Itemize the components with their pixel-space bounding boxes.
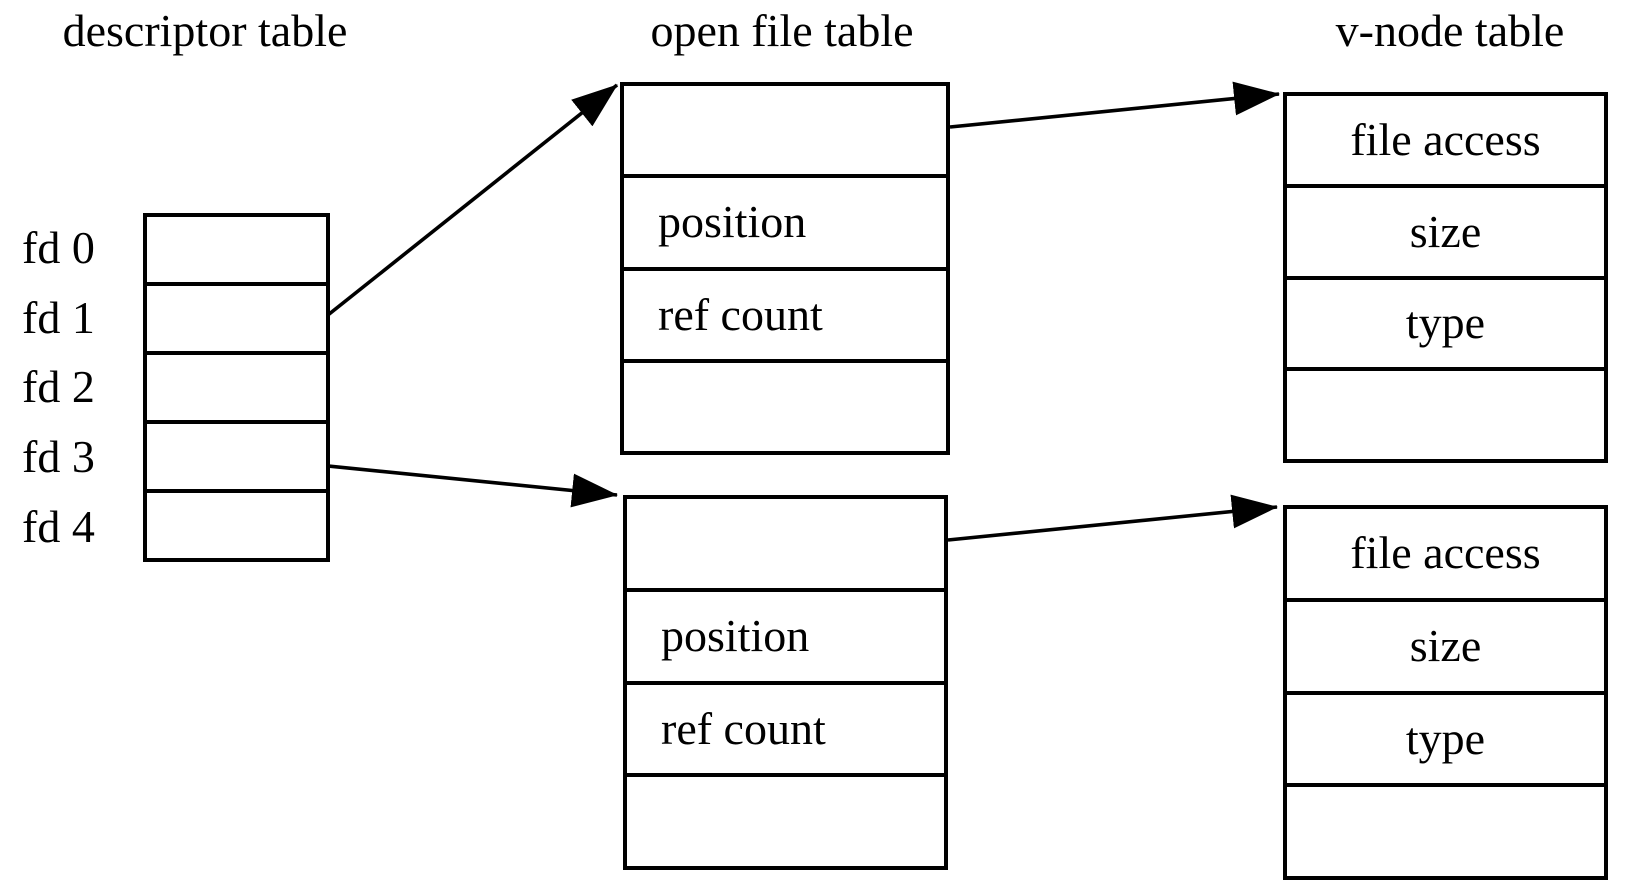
oft1-position-cell: position <box>624 178 946 271</box>
open-file-table-title: open file table <box>650 5 914 56</box>
fd2-label: fd 2 <box>22 361 95 412</box>
vnt2-type-cell: type <box>1287 695 1604 788</box>
oft1-refcount-cell: ref count <box>624 271 946 363</box>
fd3-cell <box>147 424 326 493</box>
descriptor-table-title: descriptor table <box>62 5 348 56</box>
vnt1-size-cell: size <box>1287 188 1604 280</box>
fd2-cell <box>147 355 326 424</box>
vnt1-type-cell: type <box>1287 280 1604 372</box>
fd0-label: fd 0 <box>22 222 95 273</box>
oft2-position-cell: position <box>627 592 944 685</box>
vnt2-empty-cell <box>1287 787 1604 876</box>
vnt1-file-access-cell: file access <box>1287 96 1604 188</box>
vnt2-file-access-cell: file access <box>1287 509 1604 602</box>
open-file-table-1: position ref count <box>620 82 950 455</box>
vnode-table-1: file access size type <box>1283 92 1608 463</box>
fd1-cell <box>147 286 326 355</box>
fd0-cell <box>147 217 326 286</box>
vnt1-empty-cell <box>1287 371 1604 459</box>
oft2-empty-cell <box>627 777 944 866</box>
fd4-cell <box>147 493 326 558</box>
vnode-table-title: v-node table <box>1335 5 1565 56</box>
fd4-label: fd 4 <box>22 501 95 552</box>
vnode-table-2: file access size type <box>1283 505 1608 880</box>
open-file-table-2: position ref count <box>623 495 948 870</box>
fd1-label: fd 1 <box>22 292 95 343</box>
oft2-refcount-cell: ref count <box>627 685 944 778</box>
descriptor-table <box>143 213 330 562</box>
fd3-label: fd 3 <box>22 431 95 482</box>
arrow-open-file-table-2-to-vnode-table-2 <box>947 494 1278 542</box>
oft1-vnode-pointer-cell <box>624 86 946 179</box>
arrow-open-file-table-1-to-vnode-table-1 <box>949 81 1280 129</box>
oft2-vnode-pointer-cell <box>627 499 944 592</box>
vnt2-size-cell: size <box>1287 602 1604 695</box>
oft1-empty-cell <box>624 363 946 451</box>
